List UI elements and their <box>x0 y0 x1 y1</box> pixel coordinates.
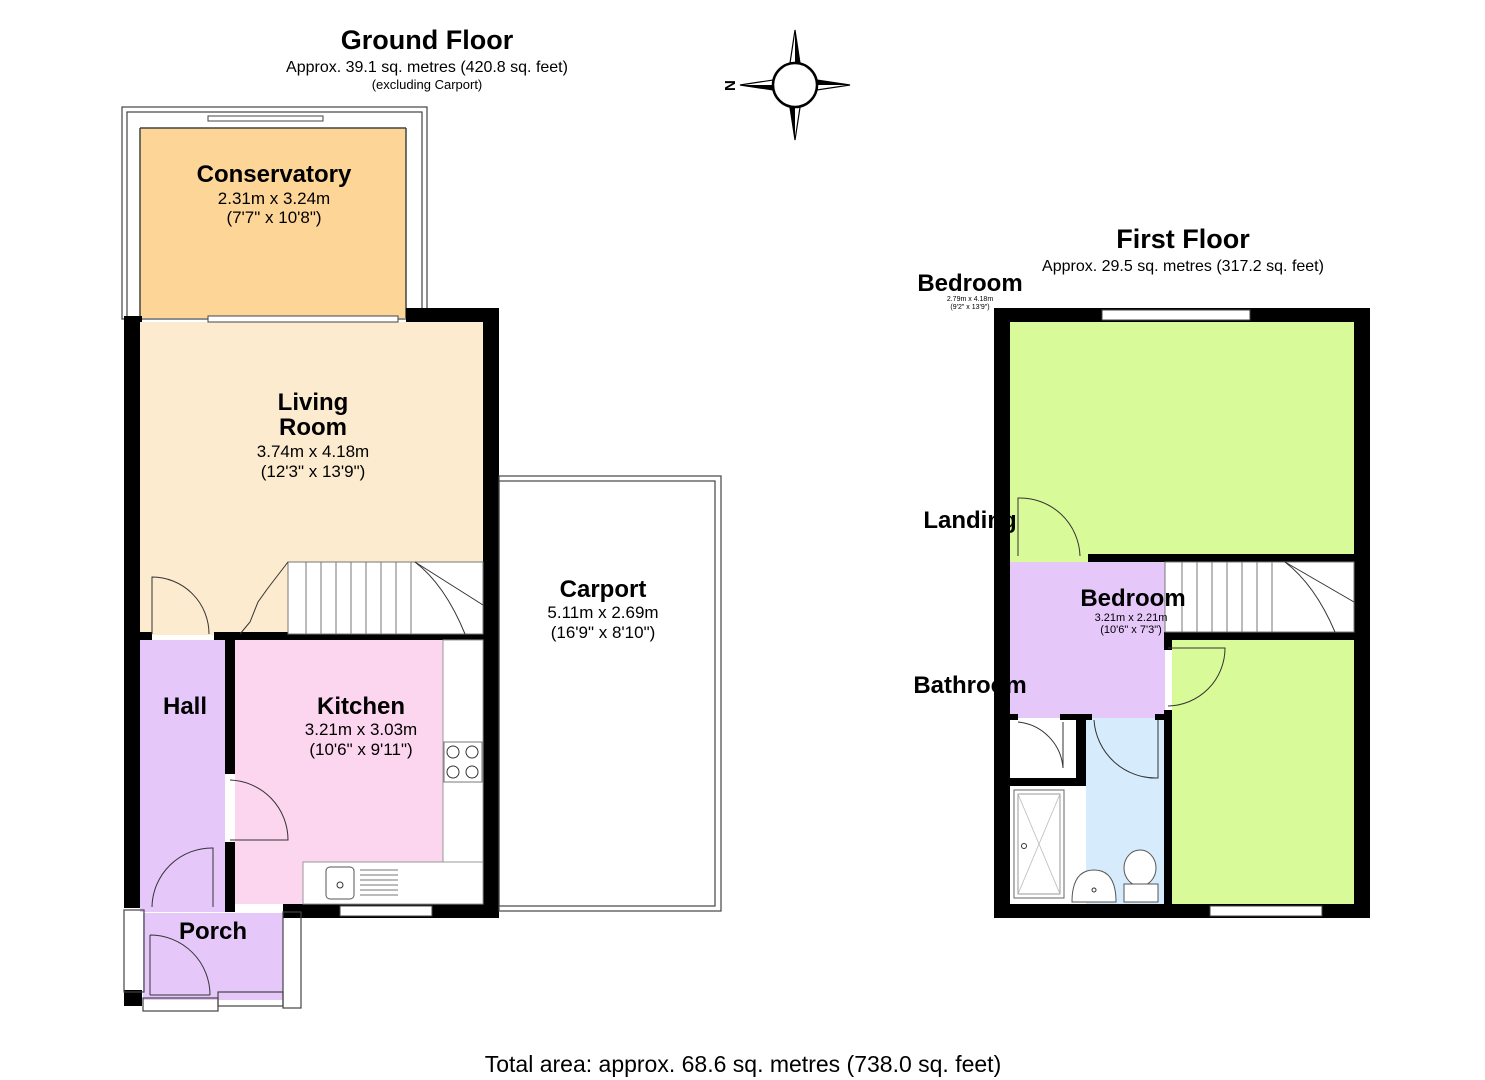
porch-frame <box>123 909 302 1012</box>
living-room-label-line2: Room <box>279 414 347 441</box>
basin <box>1071 869 1117 903</box>
ground-floor-stairs <box>239 561 484 635</box>
kitchen-label: Kitchen <box>317 693 405 720</box>
porch-fill <box>143 913 283 1000</box>
bedroom-1-metric: 2.79m x 4.18m <box>947 296 993 303</box>
kitchen-fill <box>235 640 443 862</box>
first-floor-area: Approx. 29.5 sq. metres (317.2 sq. feet) <box>1042 258 1324 275</box>
bedroom-2-label: Bedroom <box>1080 585 1185 612</box>
total-area: Total area: approx. 68.6 sq. metres (738… <box>485 1051 1002 1077</box>
ground-floor-doors <box>149 576 289 996</box>
bathroom-fittings <box>1013 789 1159 903</box>
door-swing <box>151 576 210 635</box>
porch-label: Porch <box>179 918 247 945</box>
door-swing <box>229 779 289 841</box>
kitchen-fittings <box>302 639 484 905</box>
carport-label: Carport <box>560 576 647 603</box>
kitchen-fill <box>235 862 303 904</box>
compass-rose-icon <box>739 29 851 141</box>
bedroom-2-metric: 3.21m x 2.21m <box>1095 612 1168 624</box>
toilet-cistern <box>1123 883 1159 903</box>
door-swing <box>1093 719 1159 779</box>
hob-ring <box>465 765 479 779</box>
conservatory-metric: 2.31m x 3.24m <box>218 189 330 208</box>
hob-ring <box>446 765 460 779</box>
drainer <box>360 869 398 896</box>
kitchen-metric: 3.21m x 3.03m <box>305 720 417 739</box>
landing-label: Landing <box>923 507 1016 534</box>
ground-floor-title: Ground Floor <box>341 25 514 55</box>
door-swing <box>1017 721 1064 769</box>
first-floor-walls <box>994 308 1370 918</box>
bedroom-1-fill <box>1010 322 1354 554</box>
bedroom-2-imperial: (10'6" x 7'3") <box>1100 624 1162 636</box>
ground-floor-note: (excluding Carport) <box>372 77 483 92</box>
carport-imperial: (16'9" x 8'10") <box>551 623 656 642</box>
living-room-metric: 3.74m x 4.18m <box>257 442 369 461</box>
hob <box>443 741 483 783</box>
bedroom-1-imperial: (9'2" x 13'9") <box>950 304 989 311</box>
bedroom-1-window <box>1101 309 1251 321</box>
conservatory-imperial: (7'7" x 10'8") <box>226 208 321 227</box>
first-floor-doors <box>1017 497 1226 779</box>
kitchen-imperial: (10'6" x 9'11") <box>309 740 412 759</box>
living-room-label-line1: Living <box>278 389 349 416</box>
toilet <box>1123 849 1157 887</box>
living-room-imperial: (12'3" x 13'9") <box>261 462 366 481</box>
landing-fill <box>1010 562 1165 718</box>
carport <box>498 475 722 912</box>
conservatory-label: Conservatory <box>197 161 352 188</box>
sink-drain <box>336 881 344 889</box>
hob-ring <box>465 745 479 759</box>
compass-north-label: N <box>722 80 739 91</box>
door-swing <box>149 934 211 996</box>
living-room-opening <box>207 315 399 323</box>
conservatory <box>121 106 428 320</box>
bedroom-1-label: Bedroom <box>917 270 1022 297</box>
bedroom-1-fill <box>1010 554 1088 562</box>
hall-fill <box>140 640 225 912</box>
door-swing <box>1017 497 1081 557</box>
bedroom-2-window <box>1209 905 1323 917</box>
bathroom-label: Bathroom <box>913 672 1026 699</box>
ground-floor-area: Approx. 39.1 sq. metres (420.8 sq. feet) <box>286 59 568 76</box>
hall-label: Hall <box>163 693 207 720</box>
first-floor-title: First Floor <box>1116 224 1250 254</box>
kitchen-window <box>339 905 433 917</box>
first-floor-stairs <box>1164 561 1355 633</box>
conservatory-fill <box>140 128 406 318</box>
door-swing <box>1167 647 1226 707</box>
hob-ring <box>446 745 460 759</box>
sink <box>325 866 355 900</box>
conservatory-door-window <box>207 115 324 122</box>
bedroom-2-fill <box>1172 640 1354 904</box>
carport-metric: 5.11m x 2.69m <box>547 603 658 622</box>
door-swing <box>151 847 214 908</box>
